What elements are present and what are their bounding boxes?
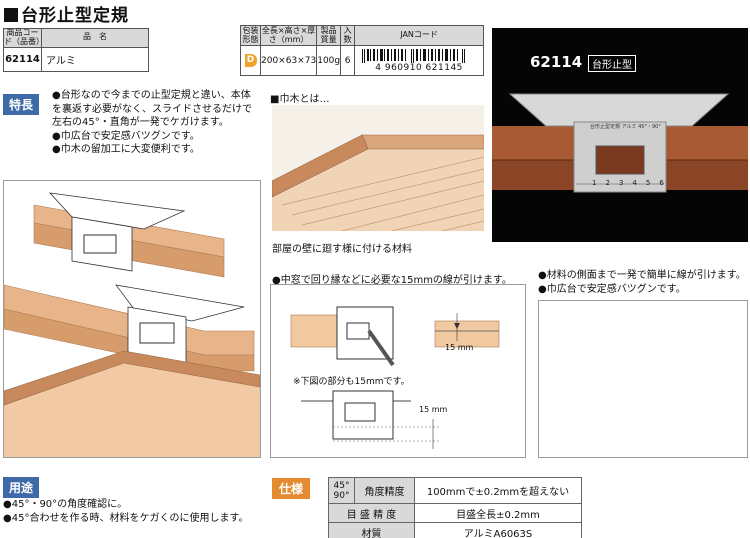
right-feature-item: ●巾広台で安定感バツグンです。: [538, 283, 686, 295]
size-header: 全長×高さ×厚さ（mm）: [259, 25, 318, 46]
material-label: 材質: [328, 522, 415, 538]
scale-number: 4: [632, 179, 637, 187]
scale-number: 6: [659, 179, 664, 187]
weight-value: 100g: [316, 45, 342, 76]
angle-accuracy-value: 100mmで±0.2mmを超えない: [414, 477, 582, 504]
scale-accuracy-value: 目盛全長±0.2mm: [414, 503, 582, 523]
jan-header: JANコード: [354, 25, 484, 46]
ruler-scale: 1 2 3 4 5 6: [592, 179, 664, 187]
usage-list: ●45°・90°の角度確認に。 ●45°合わせを作る時、材料をケガくのに使用しま…: [3, 498, 265, 525]
photo-product-tag: 台形止型: [588, 55, 636, 72]
feature-item: ●巾広台で安定感バツグンです。: [52, 130, 200, 142]
product-name-header: 品 名: [41, 28, 149, 48]
angle-symbol: 45° 90°: [328, 477, 355, 504]
pack-type-header: 包装形態: [240, 25, 261, 46]
angle-accuracy-label: 角度精度: [354, 477, 415, 504]
ruler-engraving: 台形止型定規 アルミ 45°・90°: [590, 124, 661, 130]
dimension-label-15mm-lower: 15 mm: [419, 405, 448, 414]
product-illustration: [492, 93, 748, 193]
center-note: ※下図の部分も15mmです。: [293, 377, 410, 387]
side-line-illustration-frame: [538, 300, 748, 458]
dimension-label-15mm: 15 mm: [445, 343, 474, 352]
scale-number: 5: [645, 179, 651, 187]
pack-type-cell: D: [240, 45, 261, 76]
weight-header: 製品質量: [316, 25, 342, 46]
usage-item: ●45°合わせを作る時、材料をケガくのに使用します。: [3, 512, 249, 524]
center-illustration-frame: 15 mm ※下図の部分も15mmです。 15 mm: [270, 284, 526, 458]
photo-product-code: 62114: [530, 53, 583, 71]
habaki-heading: ■巾木とは…: [270, 94, 330, 105]
right-section-text: ●材料の側面まで一発で簡単に線が引けます。 ●巾広台で安定感バツグンです。: [538, 269, 748, 296]
barcode-cell: 4 960910 621145: [354, 45, 484, 76]
product-photo: 62114 台形止型 台形止型定規 アルミ 45°・90° 1 2 3 4 5 …: [492, 28, 748, 242]
usage-illustration-frame: [3, 180, 261, 458]
pack-type-badge: D: [244, 54, 257, 67]
feature-item: ●巾木の留加工に大変便利です。: [52, 144, 200, 155]
usage-item: ●45°・90°の角度確認に。: [3, 499, 128, 510]
product-name: アルミ: [41, 46, 149, 72]
quantity-header: 入数: [340, 25, 356, 46]
scale-number: 1: [592, 179, 597, 187]
window-line-illustration: [290, 306, 500, 449]
scale-number: 3: [618, 179, 624, 187]
ruler-on-baseboard-illustration: [3, 192, 261, 457]
product-table: 商品コード（品番） 品 名 62114 アルミ: [3, 28, 149, 72]
scale-number: 2: [605, 179, 610, 187]
spec-badge: 仕様: [272, 478, 311, 499]
features-badge: 特長: [3, 94, 40, 115]
baseboard-illustration: [272, 105, 484, 231]
right-feature-item: ●材料の側面まで一発で簡単に線が引けます。: [538, 270, 746, 281]
size-value: 200×63×73: [259, 45, 318, 76]
features-list: ●台形なので今までの止型定規と違い、本体を裏返す必要がなく、スライドさせるだけで…: [52, 89, 258, 157]
barcode-icon: [362, 48, 466, 63]
quantity-value: 6: [340, 45, 356, 76]
scale-accuracy-label: 目 盛 精 度: [328, 503, 415, 523]
page-title: 台形止型定規: [4, 1, 129, 26]
usage-badge: 用途: [3, 477, 40, 498]
habaki-caption: 部屋の壁に廻す様に付ける材料: [272, 244, 412, 255]
product-code: 62114: [3, 46, 42, 72]
feature-item: ●台形なので今までの止型定規と違い、本体を裏返す必要がなく、スライドさせるだけで…: [52, 90, 252, 128]
product-code-header: 商品コード（品番）: [3, 28, 44, 48]
center-heading: ●中窓で回り縁などに必要な15mmの線が引けます。: [272, 275, 512, 286]
material-value: アルミA6063S: [414, 522, 582, 538]
pack-table: 包装形態 全長×高さ×厚さ（mm） 製品質量 入数 JANコード D 200×6…: [240, 25, 484, 76]
jan-code: 4 960910 621145: [375, 62, 463, 73]
spec-table: 45° 90° 角度精度 100mmで±0.2mmを超えない 目 盛 精 度 目…: [328, 477, 582, 538]
